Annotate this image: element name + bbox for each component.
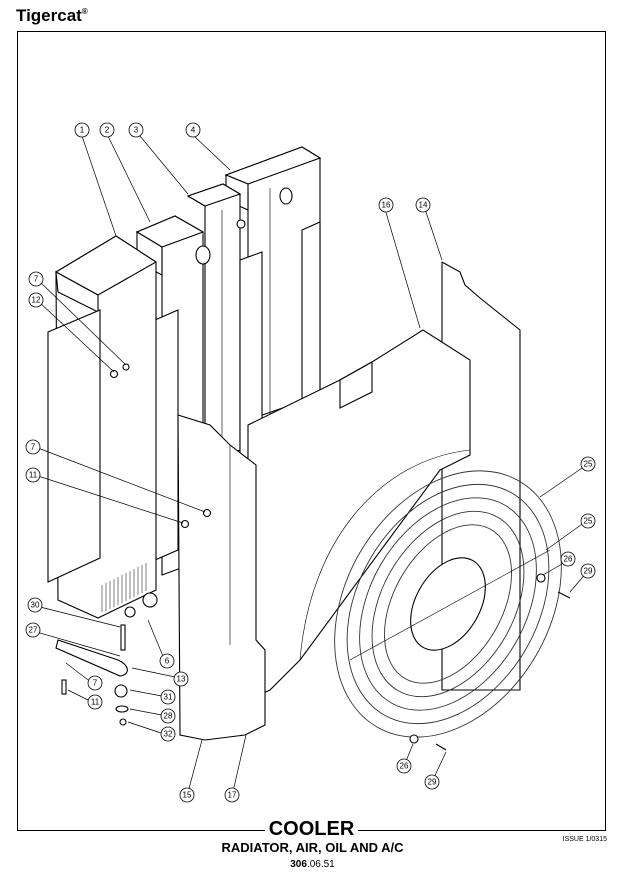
callout-11a: 11 (25, 467, 41, 483)
callout-29b: 29 (424, 774, 440, 790)
svg-text:27: 27 (29, 626, 38, 635)
part-number-prefix: 306 (290, 859, 307, 870)
callout-26b: 26 (396, 758, 412, 774)
callout-17: 17 (224, 787, 240, 803)
washer-12 (109, 369, 119, 379)
callout-30: 30 (27, 597, 43, 613)
svg-text:15: 15 (183, 791, 192, 800)
svg-text:32: 32 (164, 730, 173, 739)
callout-15: 15 (179, 787, 195, 803)
svg-text:25: 25 (584, 460, 593, 469)
svg-text:14: 14 (419, 201, 428, 210)
washer-26b (409, 734, 419, 744)
brand-logo: Tigercat® (16, 6, 88, 26)
svg-text:26: 26 (400, 762, 409, 771)
callout-28: 28 (160, 708, 176, 724)
page-subtitle: RADIATOR, AIR, OIL AND A/C (0, 840, 625, 855)
frame-bottom-right-line (358, 830, 606, 831)
callout-32: 32 (160, 726, 176, 742)
nut-7 (122, 363, 130, 371)
svg-text:11: 11 (29, 471, 38, 480)
svg-text:11: 11 (91, 698, 100, 707)
svg-text:29: 29 (428, 778, 437, 787)
cooler-core-1 (47, 235, 158, 619)
callout-2: 2 (99, 122, 115, 138)
callout-25b: 25 (580, 513, 596, 529)
callout-3: 3 (128, 122, 144, 138)
callout-26a: 26 (560, 551, 576, 567)
washer-7 (202, 508, 212, 518)
svg-text:26: 26 (564, 555, 573, 564)
bolt-29 (557, 591, 571, 599)
callout-25a: 25 (580, 456, 596, 472)
svg-text:31: 31 (164, 693, 173, 702)
fan-guard-25 (334, 470, 562, 738)
callout-11b: 11 (87, 694, 103, 710)
svg-text:7: 7 (93, 679, 98, 688)
callout-13: 13 (173, 671, 189, 687)
svg-text:17: 17 (228, 791, 237, 800)
svg-text:28: 28 (164, 712, 173, 721)
frame-bottom-left-line (17, 830, 265, 831)
callout-4: 4 (185, 122, 201, 138)
svg-text:7: 7 (31, 443, 36, 452)
svg-text:7: 7 (34, 275, 39, 284)
callout-16: 16 (378, 197, 394, 213)
bolt-29b (435, 743, 447, 751)
brand-name: Tigercat (16, 6, 82, 25)
svg-text:4: 4 (191, 126, 196, 135)
callout-14: 14 (415, 197, 431, 213)
side-panel-15 (177, 414, 266, 741)
part-number-suffix: .06.51 (306, 859, 335, 870)
svg-text:13: 13 (177, 675, 186, 684)
callout-7a: 7 (28, 271, 44, 287)
svg-text:25: 25 (584, 517, 593, 526)
callout-1: 1 (74, 122, 90, 138)
svg-text:1: 1 (80, 126, 85, 135)
registered-mark: ® (81, 7, 88, 16)
callout-12: 12 (28, 292, 44, 308)
callout-7c: 7 (87, 675, 103, 691)
callout-31: 31 (160, 689, 176, 705)
subtitle-text: RADIATOR, AIR, OIL AND A/C (221, 840, 404, 855)
svg-text:16: 16 (382, 201, 391, 210)
svg-text:3: 3 (134, 126, 139, 135)
callout-6: 6 (159, 653, 175, 669)
svg-text:29: 29 (584, 567, 593, 576)
mount-bracket-13 (55, 624, 129, 726)
washer-26 (536, 573, 546, 583)
drawing-frame (17, 31, 606, 831)
callout-27: 27 (25, 622, 41, 638)
page-title: COOLER (268, 818, 355, 840)
issue-label: ISSUE 1/0315 (562, 836, 607, 843)
callout-7b: 7 (25, 439, 41, 455)
part-number: 306.06.51 (0, 859, 625, 870)
svg-text:30: 30 (31, 601, 40, 610)
svg-text:2: 2 (105, 126, 110, 135)
callout-29a: 29 (580, 563, 596, 579)
bolt-11 (180, 519, 190, 529)
svg-text:6: 6 (165, 657, 170, 666)
leader-lines (32, 135, 588, 797)
svg-text:12: 12 (32, 296, 41, 305)
